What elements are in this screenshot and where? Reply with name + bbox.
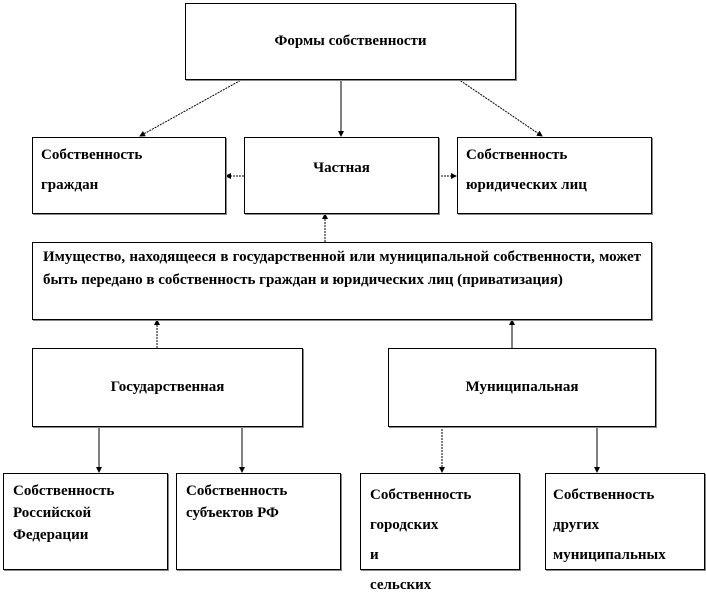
urban-rural-box: Собственность городских и сельских bbox=[360, 473, 520, 593]
municipal-label: Муниципальная bbox=[465, 379, 579, 395]
other-municipal-line-3: муниципальных bbox=[553, 547, 666, 563]
root-box: Формы собственности bbox=[185, 3, 516, 80]
privatization-text: Имущество, находящееся в государственной… bbox=[43, 249, 641, 288]
subjects-line-1: Собственность bbox=[186, 483, 288, 499]
other-municipal-line-1: Собственность bbox=[553, 487, 655, 503]
state-label: Государственная bbox=[110, 379, 225, 395]
other-municipal-line-2: других bbox=[553, 517, 600, 533]
citizens-box: Собственность граждан bbox=[32, 137, 226, 214]
urban-rural-line-3: сельских bbox=[370, 577, 432, 593]
state-box: Государственная bbox=[32, 348, 303, 427]
citizens-line-2: граждан bbox=[41, 177, 99, 193]
urban-rural-line-2: городских и bbox=[370, 517, 439, 563]
municipal-box: Муниципальная bbox=[388, 348, 656, 427]
arrow-root-legal bbox=[457, 78, 543, 137]
subjects-box: Собственность субъектов РФ bbox=[176, 473, 341, 570]
rf-box: Собственность Российской Федерации bbox=[3, 473, 168, 570]
rf-line-1: Собственность bbox=[13, 483, 115, 499]
legal-line-1: Собственность bbox=[466, 147, 568, 163]
other-municipal-box: Собственность других муниципальных bbox=[545, 473, 705, 570]
citizens-line-1: Собственность bbox=[41, 147, 143, 163]
legal-box: Собственность юридических лиц bbox=[457, 137, 652, 214]
private-box: Частная bbox=[244, 137, 439, 214]
rf-line-3: Федерации bbox=[13, 527, 89, 543]
privatization-box: Имущество, находящееся в государственной… bbox=[32, 242, 652, 320]
root-label: Формы собственности bbox=[274, 33, 427, 49]
urban-rural-line-1: Собственность bbox=[370, 487, 472, 503]
private-label: Частная bbox=[313, 160, 370, 176]
subjects-line-2: субъектов РФ bbox=[186, 505, 279, 521]
connector-arrows bbox=[96, 78, 600, 473]
arrow-root-citizens bbox=[139, 78, 244, 137]
rf-line-2: Российской bbox=[13, 505, 92, 521]
legal-line-2: юридических лиц bbox=[466, 177, 587, 193]
